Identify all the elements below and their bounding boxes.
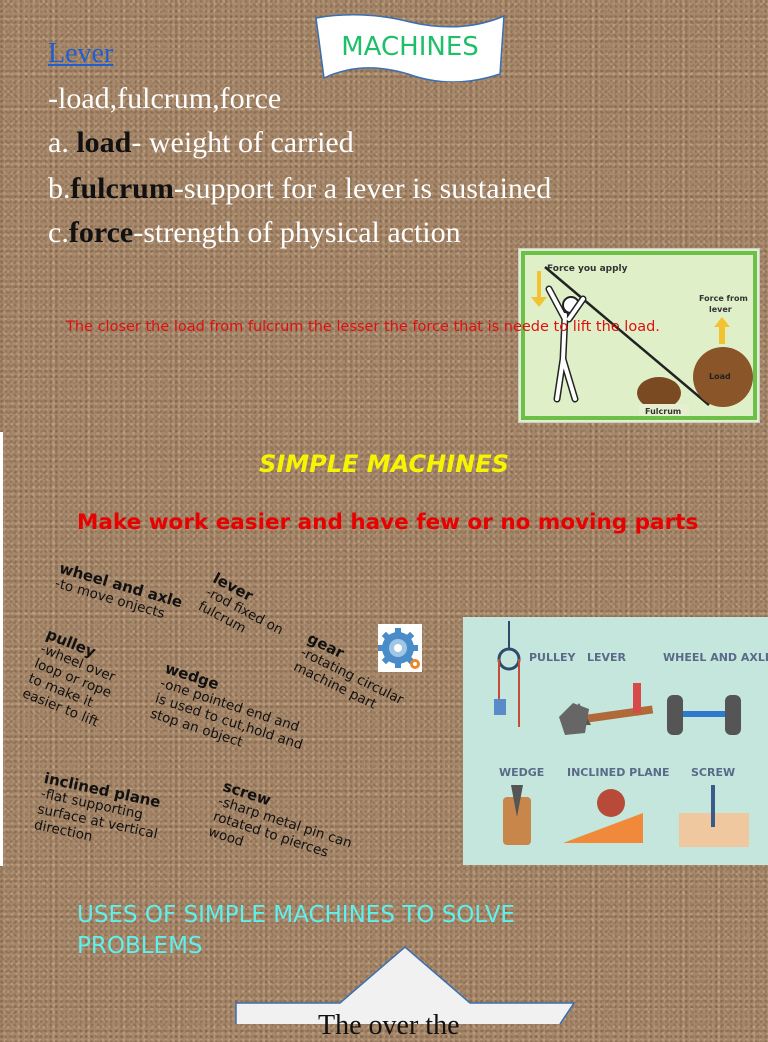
svg-text:Fulcrum: Fulcrum (645, 407, 681, 416)
svg-text:INCLINED PLANE: INCLINED PLANE (567, 766, 669, 779)
svg-text:WEDGE: WEDGE (499, 766, 544, 779)
left-divider (0, 432, 3, 866)
definition-fulcrum: b.fulcrum-support for a lever is sustain… (48, 172, 552, 205)
svg-text:Force from: Force from (699, 294, 748, 303)
definition-force: c.force-strength of physical action (48, 216, 461, 249)
term-force: force (68, 216, 134, 249)
lever-parts-text: -load,fulcrum,force (48, 82, 282, 115)
star-text: The over the (318, 1010, 460, 1041)
svg-text:PULLEY: PULLEY (529, 651, 577, 664)
svg-text:LEVER: LEVER (587, 651, 627, 664)
simple-machines-subheading: Make work easier and have few or no movi… (77, 510, 699, 535)
simple-machines-heading: SIMPLE MACHINES (259, 450, 509, 478)
machine-inclined-plane: inclined plane -flat supporting surface … (32, 769, 163, 845)
svg-text:Force you apply: Force you apply (547, 264, 628, 274)
machine-screw: screw -sharp metal pin can rotated to pi… (206, 777, 354, 861)
uses-heading: USES OF SIMPLE MACHINES TO SOLVE PROBLEM… (77, 902, 515, 959)
machine-wedge: wedge -one pointed end and is used to cu… (148, 659, 305, 754)
simple-machines-illustration: PULLEY LEVER WHEEL AND AXLE WEDGE INCLIN… (463, 617, 768, 865)
lever-illustration: Force you apply Force from lever Load Fu… (518, 248, 760, 423)
svg-text:SCREW: SCREW (691, 766, 735, 779)
svg-text:WHEEL AND AXLE: WHEEL AND AXLE (663, 651, 768, 664)
lever-note: The closer the load from fulcrum the les… (66, 319, 660, 335)
title-banner (315, 14, 505, 82)
star-shape (235, 946, 576, 1024)
definition-load: a. load- weight of carried (48, 126, 354, 159)
lever-link[interactable]: Lever (48, 38, 114, 69)
machine-pulley: pulley -wheel over loop or rope to make … (20, 625, 118, 731)
machine-wheel-and-axle: wheel and axle -to move onjects (53, 559, 185, 623)
term-load: load (76, 126, 132, 159)
svg-text:Load: Load (709, 372, 731, 381)
svg-text:lever: lever (709, 305, 732, 314)
term-fulcrum: fulcrum (70, 172, 174, 205)
banner-title: MACHINES (341, 32, 479, 62)
machine-lever: lever -rod fixed on fulcrum (195, 569, 286, 639)
gear-icon (378, 624, 422, 672)
